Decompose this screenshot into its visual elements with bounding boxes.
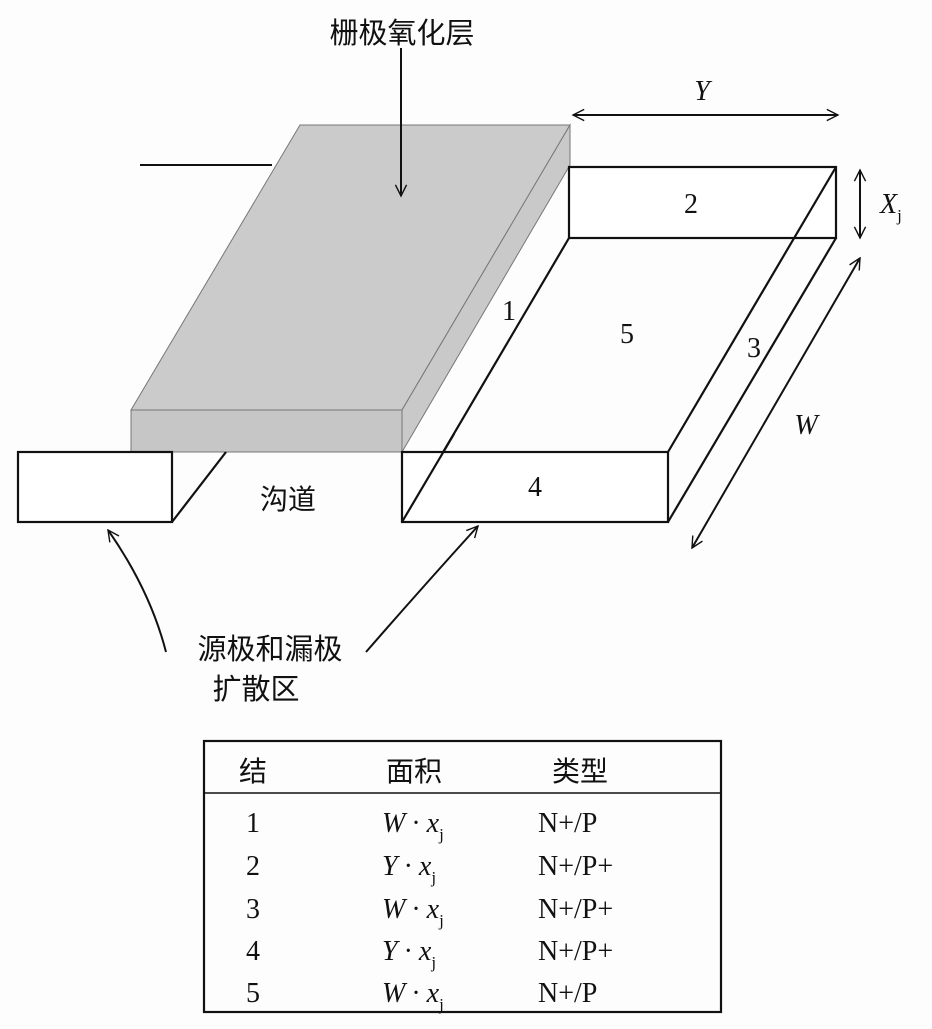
drain-pointer-arrow: [365, 526, 478, 653]
gate-side-face: [401, 123, 571, 454]
drain-diffusion: [400, 165, 838, 524]
junction-area: W·xj: [382, 808, 444, 844]
junction-type: N+/P+: [538, 851, 613, 882]
header-junction: 结: [239, 755, 267, 788]
junction-type: N+/P: [538, 978, 597, 1009]
junction-1-label: 1: [502, 296, 516, 327]
junction-number: 5: [246, 978, 260, 1009]
gate-oxide-label: 栅极氧化层: [329, 16, 474, 50]
junction-2-label: 2: [684, 189, 698, 220]
junction-number: 3: [246, 894, 260, 925]
xj-label: Xj: [879, 189, 902, 225]
junction-area: W·xj: [382, 978, 444, 1014]
source-drain-label-line1: 源极和漏极: [197, 632, 342, 666]
y-label: Y: [694, 76, 713, 107]
header-type: 类型: [552, 755, 608, 788]
w-dimension-arrow: [691, 258, 861, 548]
source-drain-label-line2: 扩散区: [212, 672, 299, 706]
junction-type: N+/P+: [538, 936, 613, 967]
junction-number: 2: [246, 851, 260, 882]
junction-area: Y·xj: [382, 936, 436, 972]
source-diffusion: [16, 450, 227, 524]
junction-number: 4: [246, 936, 260, 967]
junction-area: W·xj: [382, 894, 444, 930]
junction-4-label: 4: [528, 472, 542, 503]
header-area: 面积: [386, 755, 442, 788]
table-row: 4 Y·xj N+/P+: [246, 936, 613, 972]
gate-front-face: [130, 409, 403, 453]
table-row: 5 W·xj N+/P: [246, 978, 597, 1014]
junction-4-face: [400, 450, 670, 524]
junction-number: 1: [246, 808, 260, 839]
table-row: 1 W·xj N+/P: [246, 808, 597, 844]
junction-area: Y·xj: [382, 851, 436, 887]
junction-2-face: [567, 165, 838, 240]
junction-3-label: 3: [747, 333, 761, 364]
table-row: 2 Y·xj N+/P+: [246, 851, 613, 887]
w-label: W: [794, 410, 820, 441]
junction-5-label: 5: [620, 319, 634, 350]
junction-type: N+/P+: [538, 894, 613, 925]
source-pointer-arrow: [108, 530, 167, 653]
channel-label: 沟道: [260, 483, 316, 516]
table-row: 3 W·xj N+/P+: [246, 894, 613, 930]
junction-type: N+/P: [538, 808, 597, 839]
gate-oxide-block: [130, 123, 571, 454]
